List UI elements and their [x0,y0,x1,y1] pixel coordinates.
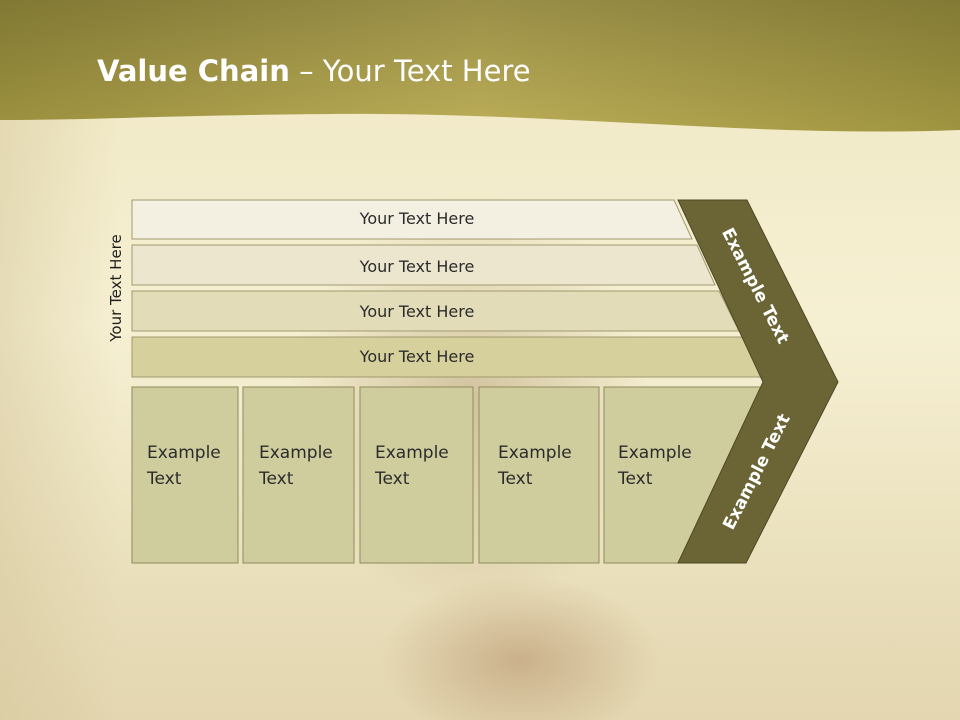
box-1-shape [131,386,239,564]
box-5-label: Example Text [618,443,692,489]
arrow-chevron [677,199,839,564]
slide-title: Value Chain – Your Text Here [97,54,531,88]
box-1-label: Example Text [147,443,221,489]
box-3-label: Example Text [375,443,449,489]
header-band [0,0,960,132]
bar-1-shape [131,199,693,240]
box-2-label: Example Text [259,443,333,489]
bar-3-label: Your Text Here [359,302,475,321]
title-rest: – Your Text Here [289,54,531,88]
box-4-shape [478,386,600,564]
bar-1-label: Your Text Here [359,209,475,228]
reflection [0,563,960,720]
box-4-label: Example Text [498,443,572,489]
title-bold: Value Chain [97,54,290,88]
bar-2-shape [131,244,716,286]
background-wall [0,110,120,720]
bar-4-label: Your Text Here [359,347,475,366]
box-3-shape [359,386,474,564]
box-2-shape [242,386,355,564]
bar-2-label: Your Text Here [359,257,475,276]
